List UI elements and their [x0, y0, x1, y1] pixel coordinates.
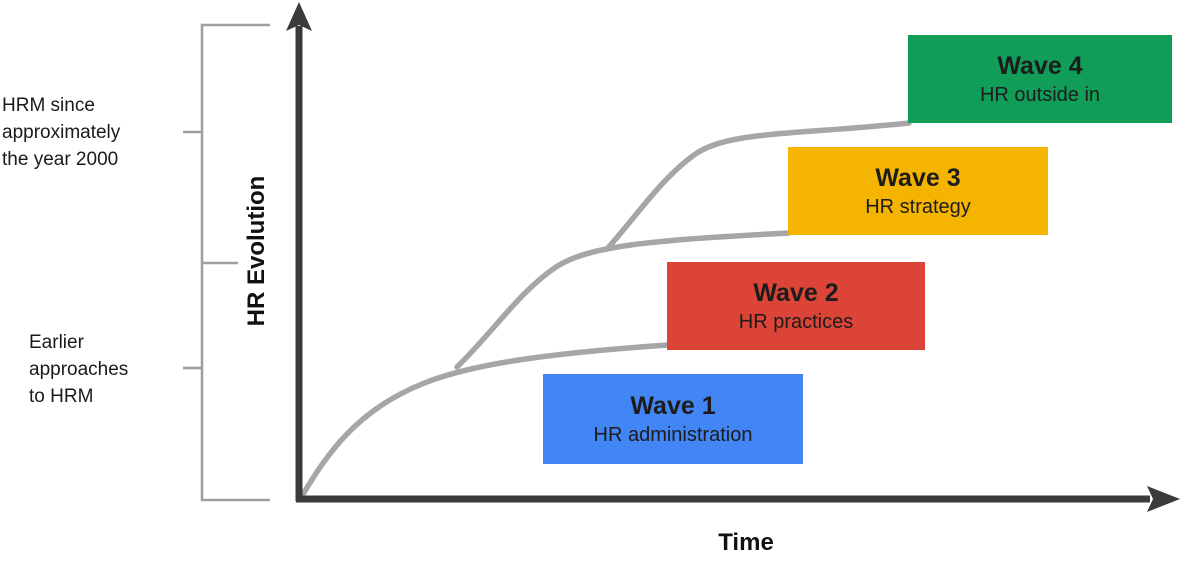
wave-4-box: Wave 4 HR outside in [908, 35, 1172, 123]
x-axis-label: Time [718, 529, 774, 556]
wave-3-box: Wave 3 HR strategy [788, 147, 1048, 235]
wave-3-subtitle: HR strategy [865, 195, 971, 218]
wave-2-title: Wave 2 [753, 278, 839, 307]
wave-curve-2 [454, 230, 792, 370]
wave-2-subtitle: HR practices [738, 310, 854, 333]
x-axis-arrowhead-icon [1147, 486, 1180, 512]
wave-1-subtitle: HR administration [593, 423, 753, 446]
wave-curve-1 [299, 342, 671, 499]
wave-2-box: Wave 2 HR practices [667, 262, 925, 350]
wave-curve-3 [604, 120, 912, 252]
y-axis-arrowhead-icon [286, 2, 312, 31]
wave-4-title: Wave 4 [997, 51, 1083, 80]
annotation-earlier-approaches: Earlier approaches to HRM [29, 332, 129, 407]
annotation-bracket [183, 23, 270, 502]
wave-4-subtitle: HR outside in [979, 83, 1101, 106]
annotation-hrm-since-2000: HRM since approximately the year 2000 [2, 95, 121, 170]
wave-1-title: Wave 1 [630, 391, 716, 420]
y-axis-label: HR Evolution [243, 175, 270, 327]
wave-1-box: Wave 1 HR administration [543, 374, 803, 464]
wave-3-title: Wave 3 [875, 163, 961, 192]
